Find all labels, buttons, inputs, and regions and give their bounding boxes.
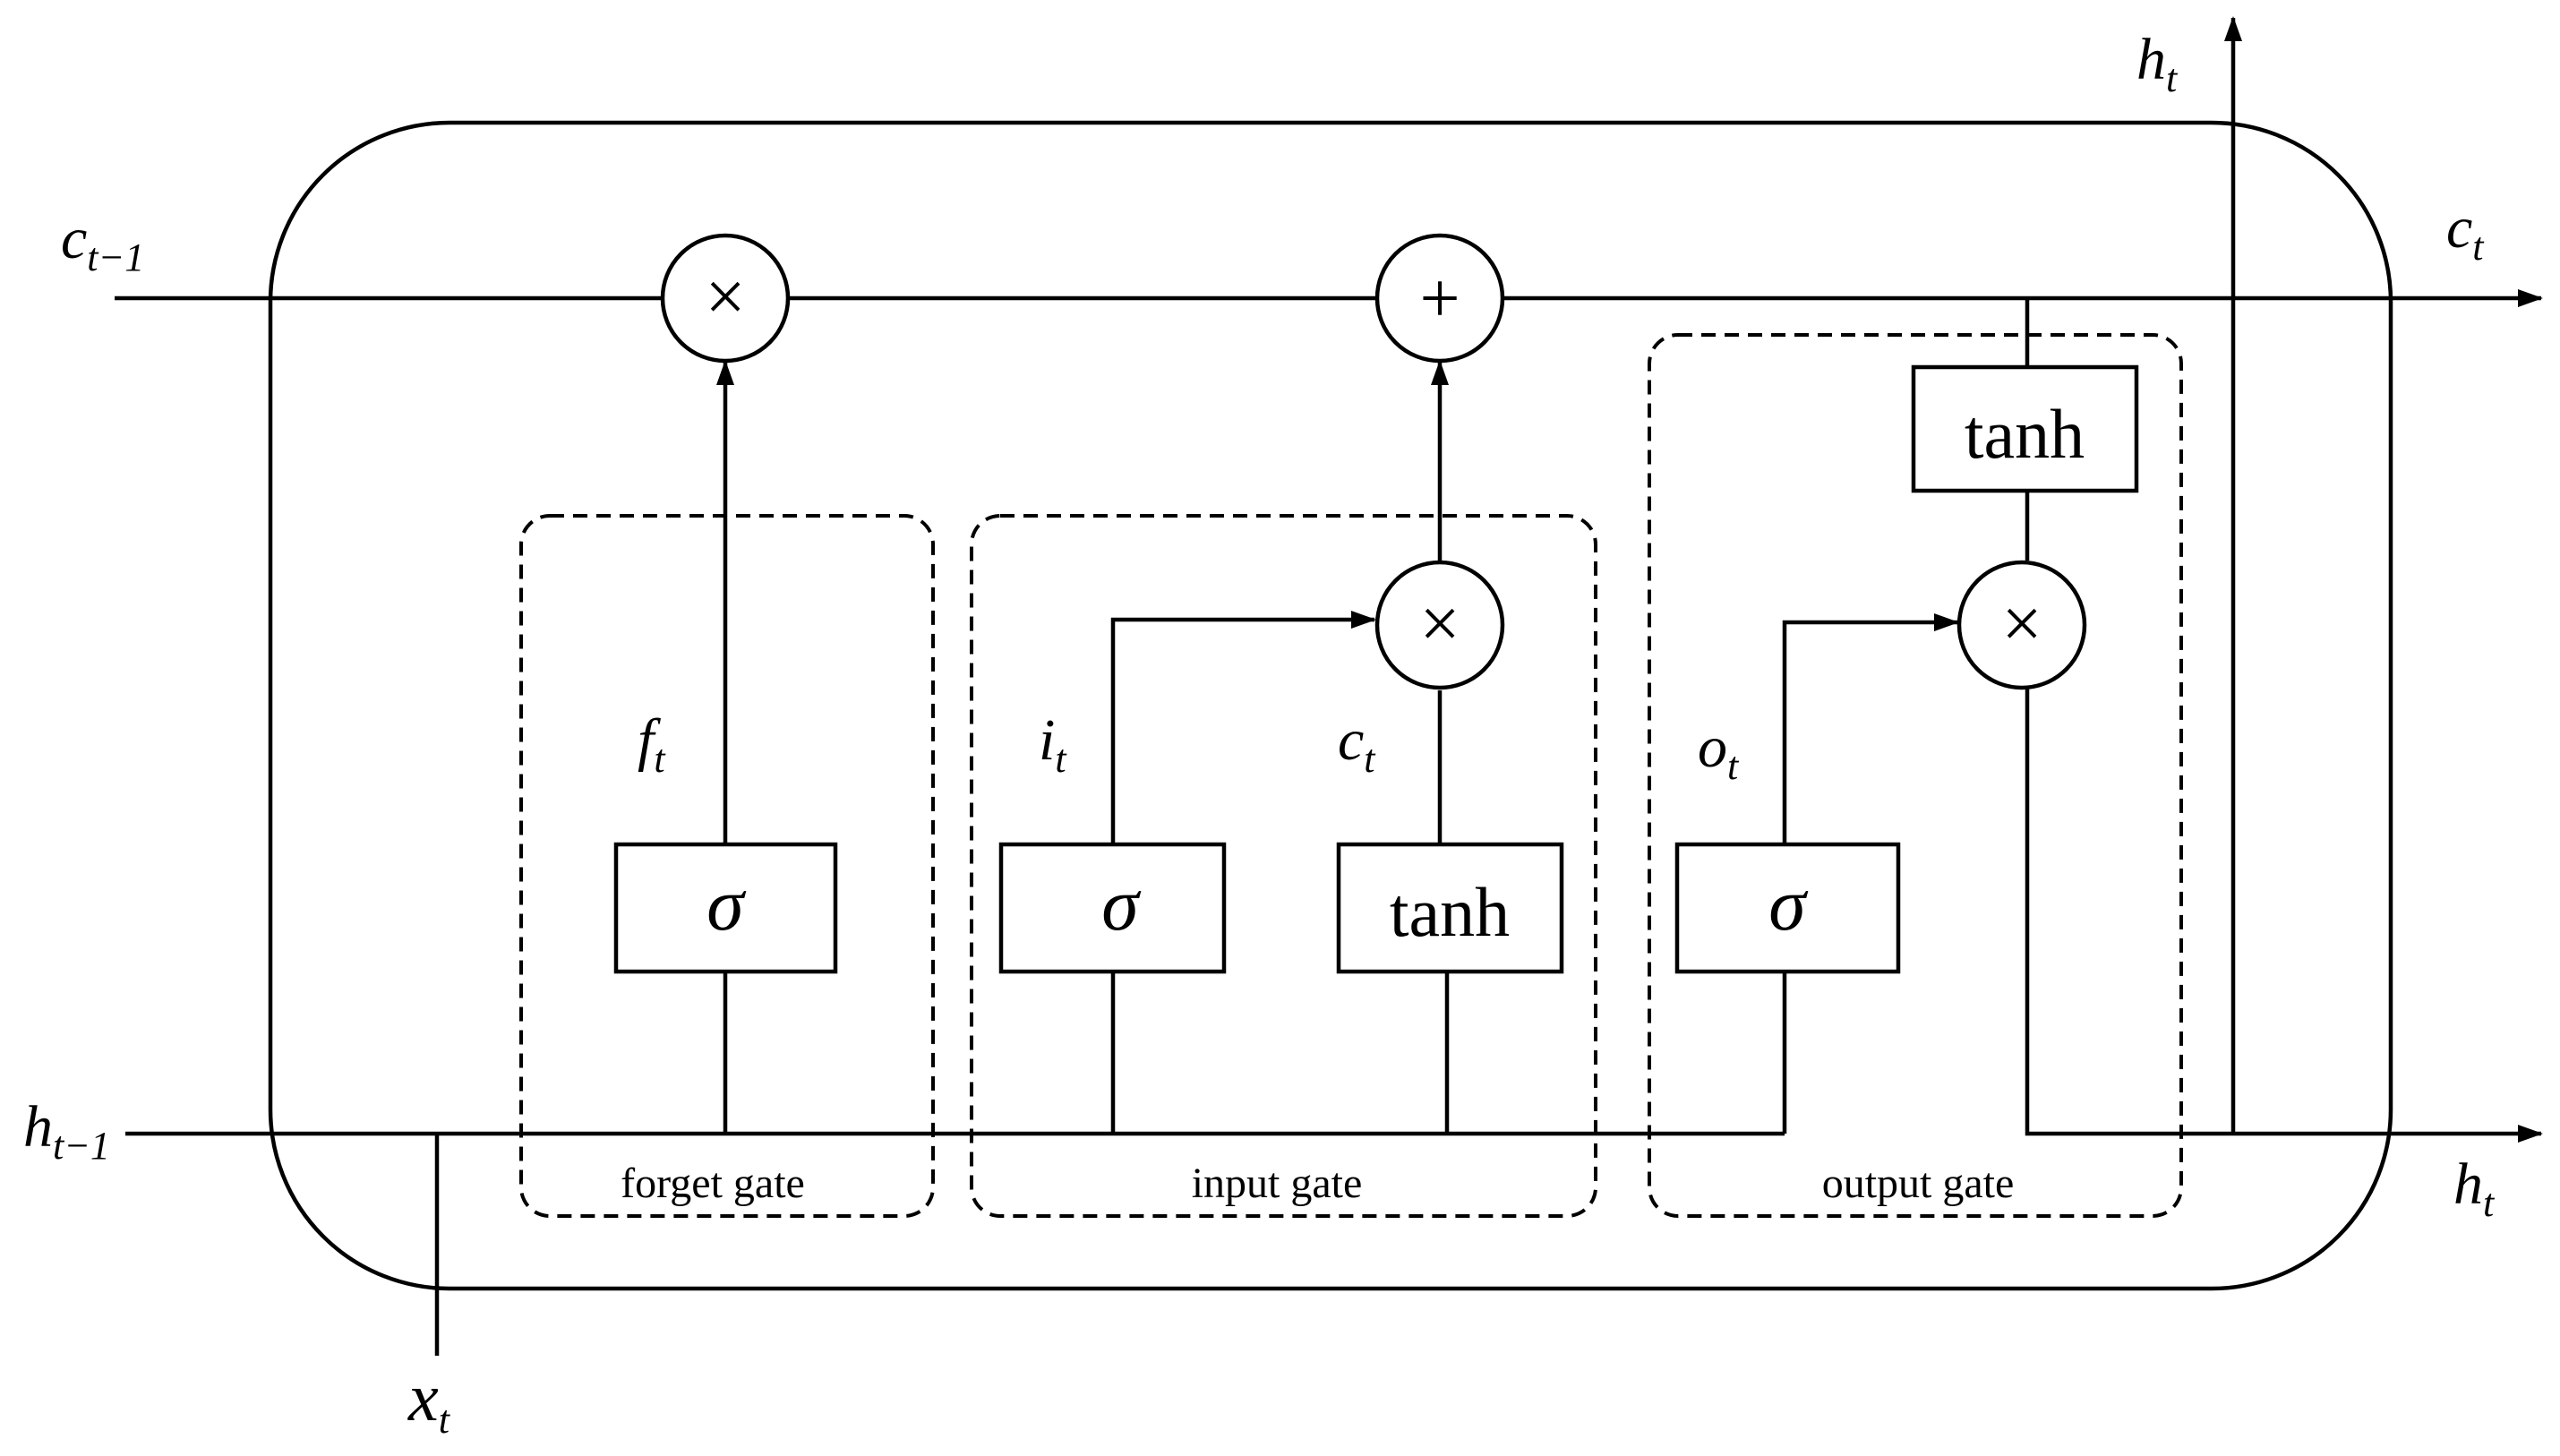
input-multiply-op: × bbox=[1374, 560, 1505, 690]
input-gate-caption: input gate bbox=[1192, 1160, 1363, 1207]
label-o-t: ot bbox=[1698, 715, 1740, 788]
input-tanh-block: tanh bbox=[1336, 842, 1564, 974]
output-gate-arrow bbox=[1782, 613, 1959, 844]
label-h-t-top: ht bbox=[2136, 27, 2179, 100]
output-multiply-symbol: × bbox=[2001, 585, 2042, 664]
input-gate-arrow bbox=[1110, 611, 1376, 844]
input-multiply-symbol: × bbox=[1419, 585, 1460, 664]
cell-add-symbol: + bbox=[1419, 260, 1460, 338]
label-i-t: it bbox=[1039, 707, 1067, 781]
input-sigma-label: σ bbox=[1101, 863, 1142, 946]
cell-add-op: + bbox=[1374, 233, 1505, 364]
input-gate-group bbox=[970, 514, 1597, 1218]
output-gate-group bbox=[1648, 333, 2183, 1218]
output-multiply-op: × bbox=[1956, 560, 2087, 690]
label-f-t: ft bbox=[638, 707, 666, 781]
output-gate-caption: output gate bbox=[1822, 1160, 2015, 1207]
cell-tanh-label: tanh bbox=[1965, 395, 2085, 473]
cell-tanh-block: tanh bbox=[1911, 364, 2139, 493]
label-c-prev: ct−1 bbox=[61, 206, 144, 279]
output-sigma-label: σ bbox=[1768, 863, 1809, 946]
label-x-t: xt bbox=[407, 1360, 451, 1442]
forget-multiply-symbol: × bbox=[705, 258, 745, 337]
input-sigma-block: σ bbox=[998, 842, 1227, 974]
input-tanh-label: tanh bbox=[1390, 873, 1510, 951]
output-sigma-block: σ bbox=[1674, 842, 1901, 974]
label-c-tilde: ct bbox=[1338, 707, 1376, 781]
hidden-output-line bbox=[2025, 687, 2543, 1143]
forget-multiply-op: × bbox=[660, 233, 791, 364]
label-h-t-out: ht bbox=[2453, 1152, 2496, 1225]
label-h-prev: ht−1 bbox=[23, 1094, 110, 1168]
forget-sigma-label: σ bbox=[706, 863, 747, 946]
forget-gate-caption: forget gate bbox=[621, 1160, 805, 1207]
label-c-t-out: ct bbox=[2446, 195, 2485, 269]
cell-boundary bbox=[268, 120, 2393, 1291]
hidden-input-line bbox=[125, 967, 1787, 1136]
forget-sigma-block: σ bbox=[613, 842, 838, 974]
